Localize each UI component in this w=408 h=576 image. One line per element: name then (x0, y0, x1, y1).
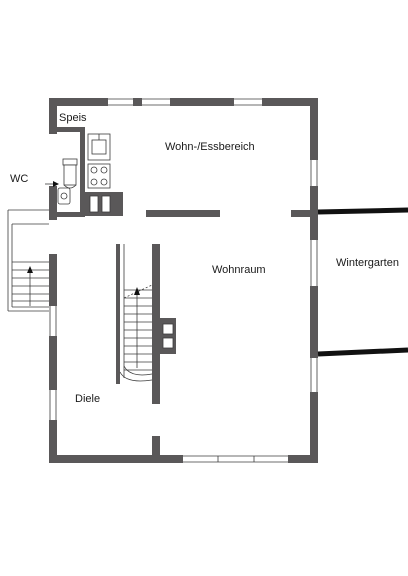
room-label-wc: WC (10, 173, 28, 185)
room-label-wohn-ess: Wohn-/Essbereich (165, 141, 255, 153)
windows (49, 98, 318, 463)
entrance-stairs (7, 209, 49, 312)
wc-fixtures (57, 158, 78, 205)
room-label-wohnraum: Wohnraum (212, 264, 266, 276)
room-label-speis: Speis (59, 112, 87, 124)
kitchen-fixtures (87, 133, 111, 213)
wintergarten (317, 207, 408, 357)
room-labels: Speis Wohn-/Essbereich WC Wohnraum Winte… (10, 112, 399, 405)
wc-entry-arrow (45, 181, 59, 187)
room-label-diele: Diele (75, 393, 100, 405)
room-label-wintergarten: Wintergarten (336, 257, 399, 269)
outer-walls (49, 98, 318, 463)
interior-staircase (119, 244, 174, 382)
